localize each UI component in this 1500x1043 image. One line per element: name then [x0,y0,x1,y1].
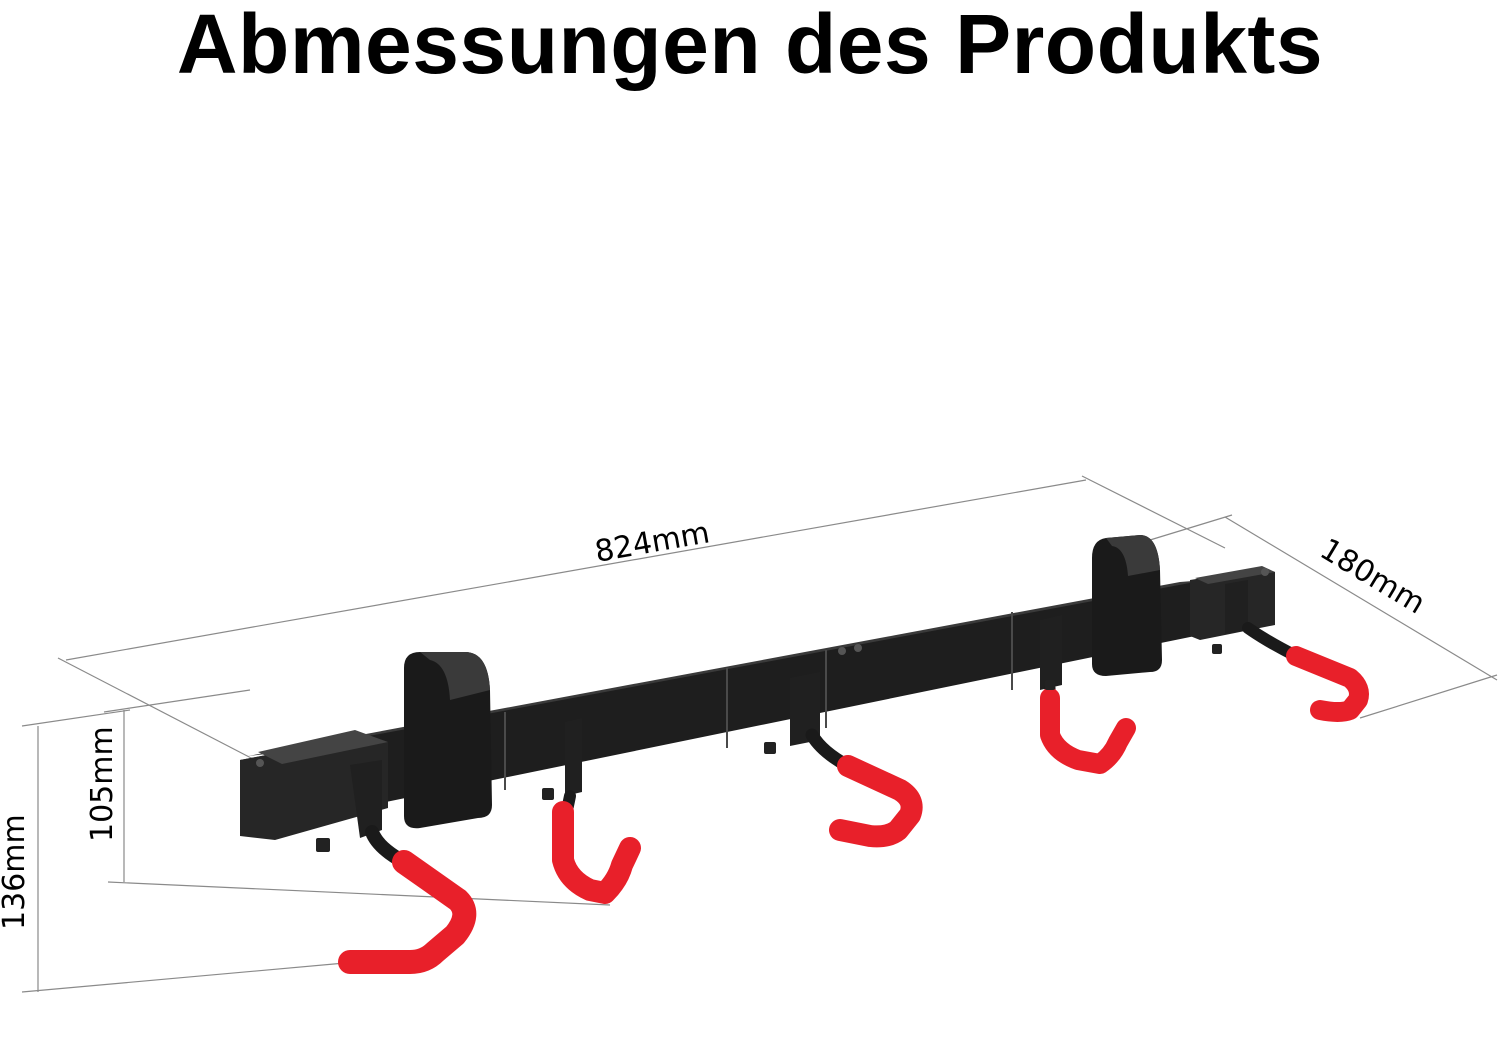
depth-extension-top [1149,514,1233,541]
left-end-bracket [240,738,388,840]
left-end-bracket-top [258,730,388,764]
right-wall-block [1092,535,1162,676]
total-height-extension-top [21,709,131,727]
rail-assembly [240,535,1275,840]
length-extension-right [1081,475,1226,549]
left-wall-block [404,652,492,829]
depth-dimension-line [1224,516,1498,681]
hook [552,718,641,904]
rail-height-extension-bottom [107,881,611,906]
page-title: Abmessungen des Produkts [176,0,1324,91]
hook [790,672,923,848]
bolt [256,759,264,767]
rail-height-extension-top [103,689,251,713]
length-extension-left [57,657,256,761]
adjustment-screws [316,644,1222,852]
bolt [1261,568,1269,576]
length-dimension-line [65,479,1087,661]
bolt [838,647,846,655]
dimension-lines [21,475,1498,993]
hook [338,760,477,974]
total-height-dimension-label: 136mm [0,814,32,930]
depth-dimension-label: 180mm [1314,532,1431,622]
right-end-bracket-top [1195,566,1275,584]
hook [1225,580,1369,722]
total-height-extension-bottom [21,962,346,993]
rail-height-dimension-label: 105mm [85,726,120,842]
length-dimension-label: 824mm [592,515,712,570]
bolt [854,644,862,652]
depth-extension-bottom [1359,674,1498,719]
